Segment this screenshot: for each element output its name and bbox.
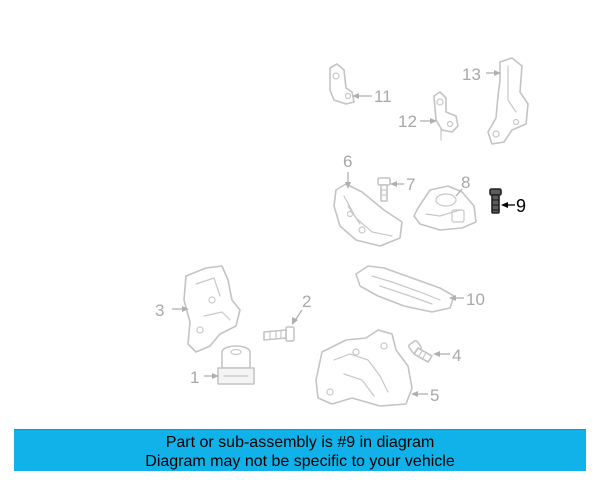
callout-6-label: 6 (343, 152, 352, 171)
callout-2-label: 2 (302, 292, 311, 311)
callout-3-label: 3 (155, 301, 164, 320)
callout-11-label: 11 (374, 87, 392, 106)
callout-10: 10 (449, 290, 485, 309)
callout-8: 8 (455, 173, 470, 197)
part-4-bolt (408, 340, 433, 363)
banner-line-1: Part or sub-assembly is #9 in diagram (165, 434, 435, 451)
part-13-bracket (487, 57, 529, 145)
callout-9: 9 (501, 196, 526, 216)
callout-4-label: 4 (452, 346, 461, 365)
callout-13-label: 13 (462, 65, 481, 84)
part-8-rubber-mount (413, 185, 477, 231)
part-12-bracket (433, 91, 459, 141)
callout-5-label: 5 (430, 386, 439, 405)
info-banner: Part or sub-assembly is #9 in diagram Di… (14, 429, 586, 471)
callout-11: 11 (352, 87, 392, 106)
callout-1: 1 (190, 368, 219, 387)
callout-7: 7 (390, 175, 415, 194)
part-7-bolt (377, 177, 391, 202)
part-6-mount-bracket (333, 183, 403, 247)
callout-8-label: 8 (461, 173, 470, 192)
part-9-bolt (489, 188, 502, 214)
callout-3: 3 (155, 301, 189, 320)
part-2-bolt (263, 326, 295, 342)
callout-6: 6 (343, 152, 352, 189)
callout-4: 4 (433, 346, 461, 365)
callout-2: 2 (292, 292, 311, 325)
callout-7-label: 7 (406, 175, 415, 194)
part-1-engine-mount (217, 345, 255, 385)
part-3-bracket (183, 265, 241, 353)
part-11-bracket (329, 63, 355, 105)
banner-line-2: Diagram may not be specific to your vehi… (145, 453, 455, 470)
callout-10-label: 10 (466, 290, 485, 309)
callout-5: 5 (411, 386, 439, 405)
callout-12-label: 12 (398, 112, 417, 131)
callout-9-label: 9 (516, 196, 526, 216)
part-5-bracket (315, 329, 413, 407)
callout-1-label: 1 (190, 368, 199, 387)
callout-12: 12 (398, 112, 437, 131)
callout-13: 13 (462, 65, 501, 84)
part-10-insulator (355, 265, 455, 313)
parts-diagram: 11 12 13 6 (155, 57, 529, 407)
